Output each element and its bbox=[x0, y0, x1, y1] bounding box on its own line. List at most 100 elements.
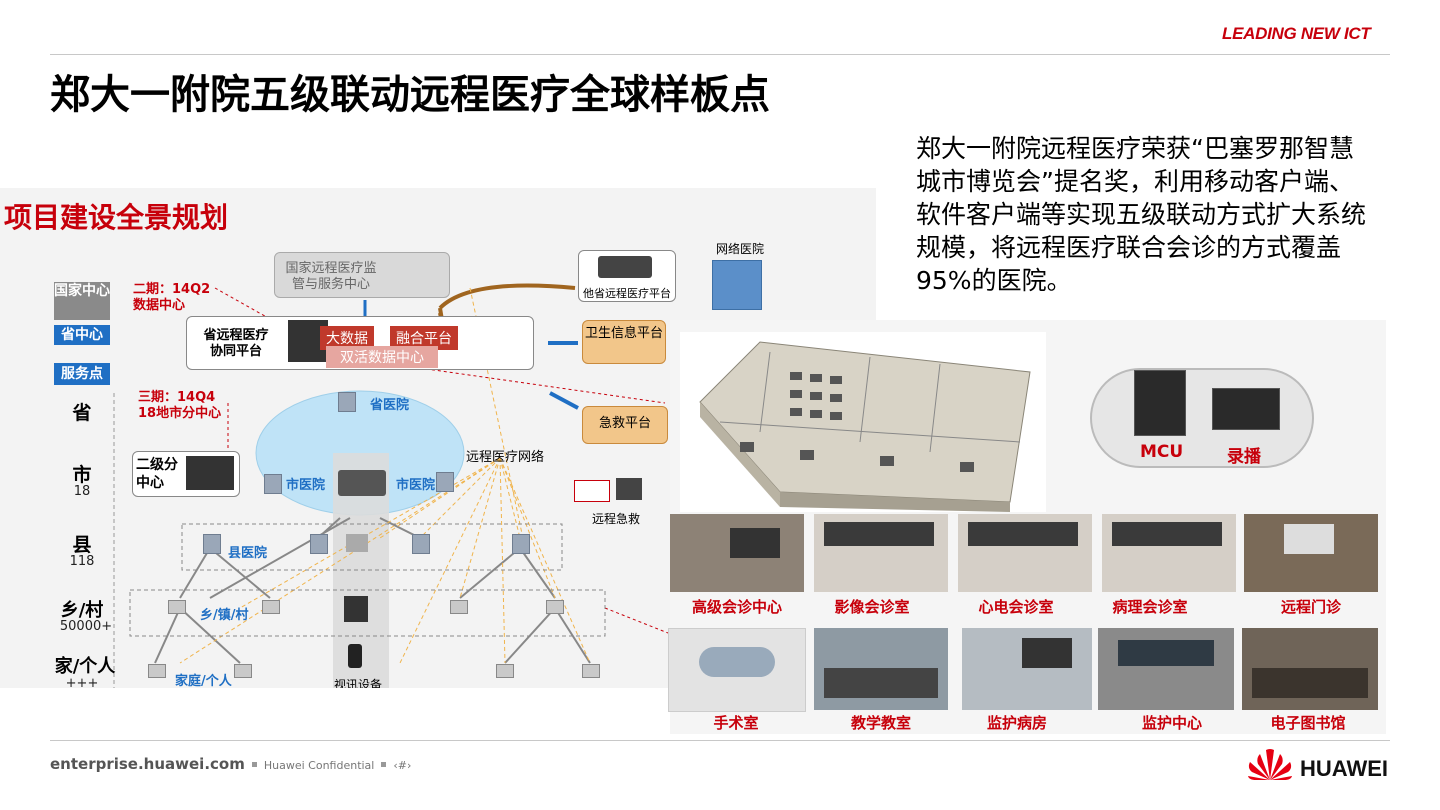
recorder-device-icon bbox=[1212, 388, 1280, 430]
phase2-label: 二期：14Q2 bbox=[133, 282, 211, 297]
recording-label: 录播 bbox=[1227, 447, 1261, 467]
prov-hospital-icon bbox=[338, 392, 356, 412]
huawei-logo-icon bbox=[1248, 749, 1292, 780]
mcu-device-icon bbox=[1134, 370, 1186, 436]
hospital-building-icon bbox=[712, 260, 762, 310]
level-township: 乡/村 bbox=[60, 600, 104, 621]
home-icon-3 bbox=[496, 664, 514, 678]
township-clinic-icon-3 bbox=[450, 600, 468, 614]
room-photo-2 bbox=[814, 514, 948, 592]
network-hospital-label: 网络医院 bbox=[716, 242, 765, 256]
footer-confidential: Huawei Confidential bbox=[263, 759, 375, 772]
smartphone-icon bbox=[348, 644, 362, 668]
top-divider bbox=[50, 54, 1390, 55]
county-hospital-label: 县医院 bbox=[228, 546, 268, 561]
township-clinic-icon-4 bbox=[546, 600, 564, 614]
ambulance-icon bbox=[574, 480, 610, 502]
video-phone-icon bbox=[344, 596, 368, 622]
emergency-terminal-icon bbox=[616, 478, 642, 500]
footer-separator-2 bbox=[381, 762, 387, 767]
huawei-logo-text: HUAWEI bbox=[1300, 756, 1388, 781]
home-icon bbox=[148, 664, 166, 678]
prov-hospital-label: 省医院 bbox=[370, 398, 410, 413]
footer-page-number: ‹#› bbox=[393, 759, 412, 772]
home-icon-2 bbox=[234, 664, 252, 678]
level-provincial-center: 省中心 bbox=[54, 325, 110, 345]
brand-slogan: LEADING NEW ICT bbox=[1222, 24, 1371, 44]
room-caption-10: 电子图书馆 bbox=[1270, 714, 1346, 732]
level-city-count: 18 bbox=[73, 484, 91, 499]
level-home-count: +++ bbox=[65, 676, 99, 688]
room-caption-6: 手术室 bbox=[713, 714, 759, 732]
health-info-platform: 卫生信息平台 bbox=[582, 320, 666, 364]
county-hospital-icon bbox=[203, 534, 221, 554]
secondary-center-label: 二级分中心 bbox=[136, 457, 178, 491]
phase3-label: 三期：14Q4 bbox=[138, 390, 216, 405]
national-platform-box: 国家远程医疗监管与服务中心 bbox=[274, 252, 450, 298]
level-township-count: 50000+ bbox=[59, 619, 113, 634]
city-hospital-1-icon bbox=[264, 474, 282, 494]
brand-leading: LEADING bbox=[1222, 24, 1297, 43]
home-icon-4 bbox=[582, 664, 600, 678]
level-county-count: 118 bbox=[69, 554, 95, 569]
footer: enterprise.huawei.com Huawei Confidential… bbox=[50, 755, 411, 773]
level-county: 县 bbox=[72, 534, 92, 556]
dual-dc-label: 双活数据中心 bbox=[326, 346, 438, 368]
room-caption-4: 病理会诊室 bbox=[1112, 598, 1188, 616]
city-hospital-2-icon bbox=[436, 472, 454, 492]
floor-plan-image bbox=[680, 332, 1046, 512]
home-label: 家庭/个人 bbox=[175, 674, 232, 688]
video-terminal-icon bbox=[338, 470, 386, 496]
other-province-label: 他省远程医疗平台 bbox=[583, 287, 671, 300]
city-hospital-1-label: 市医院 bbox=[286, 478, 326, 493]
phase2-sub: 数据中心 bbox=[133, 298, 186, 313]
room-photo-8 bbox=[962, 628, 1092, 710]
room-photo-10 bbox=[1242, 628, 1378, 710]
room-photo-9 bbox=[1098, 628, 1234, 710]
diagram-title: 项目建设全景规划 bbox=[4, 201, 229, 234]
phase3-sub: 18地市分中心 bbox=[138, 406, 222, 421]
room-caption-1: 高级会诊中心 bbox=[691, 598, 782, 616]
equipment-cloud bbox=[1090, 368, 1314, 468]
level-province: 省 bbox=[72, 402, 92, 424]
county-hospital-icon-3 bbox=[412, 534, 430, 554]
footer-separator bbox=[251, 762, 257, 767]
county-hospital-icon-4 bbox=[512, 534, 530, 554]
level-home: 家/个人 bbox=[54, 656, 116, 677]
township-clinic-icon-2 bbox=[262, 600, 280, 614]
bottom-divider bbox=[50, 740, 1390, 741]
video-conference-icon bbox=[598, 256, 652, 278]
room-photo-6 bbox=[668, 628, 806, 712]
server-icon bbox=[186, 456, 234, 490]
room-caption-9: 监护中心 bbox=[1141, 714, 1202, 732]
footer-site-link[interactable]: enterprise.huawei.com bbox=[50, 755, 245, 773]
mcu-label: MCU bbox=[1140, 442, 1184, 462]
description-text: 郑大一附院远程医疗荣获“巴塞罗那智慧城市博览会”提名奖，利用移动客户端、软件客户… bbox=[916, 134, 1367, 295]
video-endpoint-icon bbox=[346, 534, 368, 552]
level-national: 国家中心 bbox=[54, 282, 110, 320]
remote-emergency-label: 远程急救 bbox=[592, 512, 641, 526]
provincial-platform-label: 省远程医疗协同平台 bbox=[203, 328, 269, 359]
room-photo-7 bbox=[814, 628, 948, 710]
level-city: 市 bbox=[72, 464, 92, 486]
township-label: 乡/镇/村 bbox=[200, 608, 249, 623]
room-caption-3: 心电会诊室 bbox=[978, 598, 1054, 616]
room-caption-7: 教学教室 bbox=[850, 714, 911, 732]
page-title: 郑大一附院五级联动远程医疗全球样板点 bbox=[50, 72, 770, 118]
township-clinic-icon bbox=[168, 600, 186, 614]
video-device-label: 视讯设备 bbox=[334, 678, 383, 688]
room-photo-1 bbox=[670, 514, 804, 592]
floor-plan-drawing bbox=[699, 341, 1031, 512]
room-caption-8: 监护病房 bbox=[986, 714, 1047, 732]
level-service-point: 服务点 bbox=[54, 363, 110, 385]
remote-network-label: 远程医疗网络 bbox=[466, 450, 545, 465]
room-caption-5: 远程门诊 bbox=[1280, 598, 1341, 616]
room-caption-2: 影像会诊室 bbox=[834, 598, 910, 616]
room-photo-3 bbox=[958, 514, 1092, 592]
emergency-platform: 急救平台 bbox=[582, 406, 668, 444]
room-photo-5 bbox=[1244, 514, 1378, 592]
brand-rest: NEW ICT bbox=[1296, 24, 1371, 43]
city-hospital-2-label: 市医院 bbox=[396, 478, 436, 493]
room-photo-4 bbox=[1102, 514, 1236, 592]
county-hospital-icon-2 bbox=[310, 534, 328, 554]
